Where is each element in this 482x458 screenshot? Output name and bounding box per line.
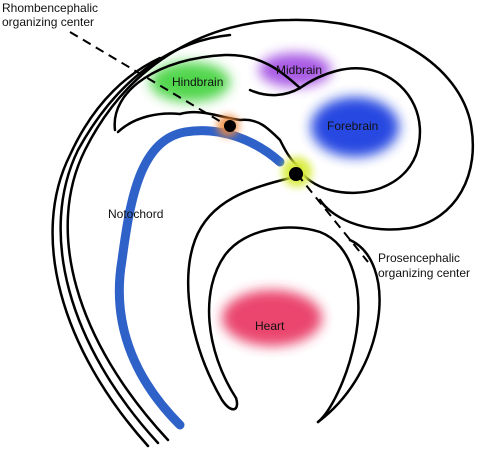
outer-outline-1 bbox=[66, 18, 475, 442]
embryo-outlines bbox=[51, 18, 475, 448]
outer-outline-2 bbox=[59, 33, 232, 445]
rhombencephalic-center-dot bbox=[224, 120, 236, 132]
lower-outline bbox=[316, 238, 381, 424]
forebrain-region bbox=[311, 97, 399, 157]
inner-body-curve bbox=[186, 176, 292, 411]
upper-fold bbox=[248, 86, 302, 97]
rhombencephalic-pointer bbox=[69, 31, 229, 127]
brain-outline bbox=[113, 53, 422, 195]
midbrain-region bbox=[259, 53, 331, 87]
outer-outline-3 bbox=[51, 56, 162, 448]
prosencephalic-label-line2: organizing center bbox=[378, 266, 470, 280]
notochord bbox=[114, 126, 285, 430]
hindbrain-region bbox=[150, 62, 230, 102]
heart-label: Heart bbox=[255, 319, 285, 333]
prosencephalic-label-line1: Prosencephalic bbox=[378, 251, 460, 265]
rhombencephalic-label-line1: Rhombencephalic bbox=[2, 1, 98, 15]
hindbrain-label: Hindbrain bbox=[172, 75, 223, 89]
midbrain-label: Midbrain bbox=[276, 63, 322, 77]
rhombencephalic-label-line2: organizing center bbox=[2, 15, 94, 29]
forebrain-label: Forebrain bbox=[327, 119, 378, 133]
heart-region bbox=[222, 290, 322, 346]
brain-inner-fold bbox=[116, 110, 302, 170]
notochord-label: Notochord bbox=[108, 207, 163, 221]
prosencephalic-pointer bbox=[296, 173, 369, 263]
heart-cavity-outline bbox=[207, 226, 360, 424]
